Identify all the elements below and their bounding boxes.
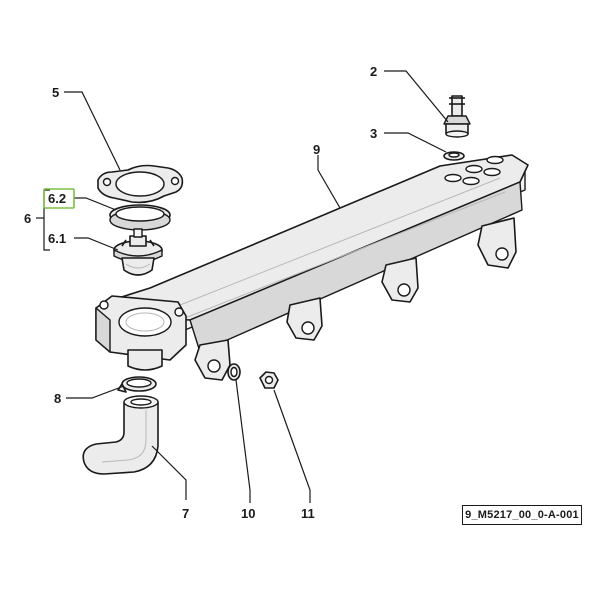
leader-9 [317, 155, 341, 209]
part-6-2-seal-ring [109, 204, 171, 231]
highlight-box-6-2 [43, 188, 75, 209]
callout-6: 6 [24, 211, 31, 226]
callout-10: 10 [241, 506, 255, 521]
callout-labels: 2 3 5 6 6.2 6.1 7 8 9 10 11 [24, 64, 377, 521]
leader-6-2 [74, 197, 117, 211]
leader-lines [36, 70, 449, 503]
part-2-fitting [443, 95, 471, 138]
leader-6-bracket [43, 189, 50, 251]
part-7-hose [82, 395, 159, 475]
callout-6-2: 6.2 [48, 191, 66, 206]
leader-11 [273, 389, 311, 503]
part-5-gasket [97, 164, 184, 204]
callout-3: 3 [370, 126, 377, 141]
part-6-1-thermostat [113, 228, 163, 276]
callout-2: 2 [370, 64, 377, 79]
leader-8 [66, 385, 125, 399]
leader-2 [384, 70, 449, 123]
part-11-nut [259, 371, 279, 389]
callout-8: 8 [54, 391, 61, 406]
callout-6-1: 6.1 [48, 231, 66, 246]
reference-code-label: 9_M5217_00_0-A-001 [462, 505, 582, 525]
callout-9: 9 [313, 142, 320, 157]
leader-5 [64, 91, 121, 171]
leader-6-1 [74, 237, 119, 251]
leader-10 [235, 379, 251, 503]
leader-3 [384, 132, 447, 153]
callout-7: 7 [182, 506, 189, 521]
part-8-hose-clamp [117, 376, 157, 393]
part-10-o-ring [227, 363, 241, 381]
callout-5: 5 [52, 85, 59, 100]
leader-7 [151, 445, 187, 500]
manifold-rail [95, 154, 529, 381]
part-3-washer [443, 151, 465, 161]
callout-11: 11 [301, 506, 315, 521]
